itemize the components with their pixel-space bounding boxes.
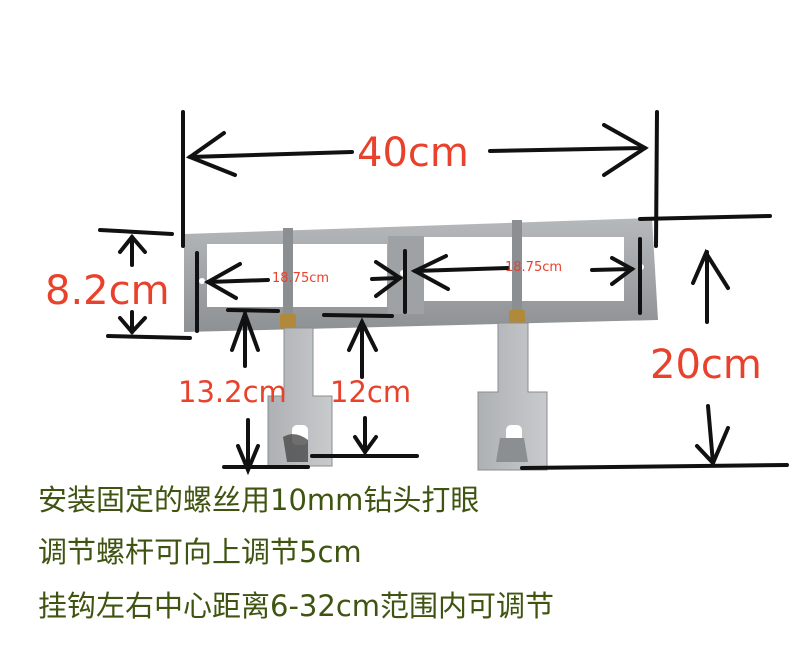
annotation-lines — [98, 110, 789, 476]
dim-total-height: 20cm — [650, 342, 762, 388]
dim-hook-drop-max: 13.2cm — [178, 375, 287, 409]
dim-bay-right-width: 18.75cm — [505, 260, 563, 275]
adjust-screw-left — [280, 228, 296, 329]
note-screw-adjust: 调节螺杆可向上调节5cm — [38, 535, 362, 569]
dim-frame-height: 8.2cm — [45, 268, 170, 314]
adjust-screw-right — [509, 220, 525, 325]
hook-left — [267, 327, 333, 467]
dim-total-width: 40cm — [357, 130, 469, 176]
dim-bay-left-width: 18.75cm — [272, 271, 330, 286]
hook-right — [477, 322, 548, 471]
note-hook-spacing: 挂钩左右中心距离6-32cm范围内可调节 — [38, 589, 555, 623]
dim-hook-drop-min: 12cm — [330, 375, 412, 409]
note-drill-bit: 安装固定的螺丝用10mm钻头打眼 — [38, 483, 480, 517]
